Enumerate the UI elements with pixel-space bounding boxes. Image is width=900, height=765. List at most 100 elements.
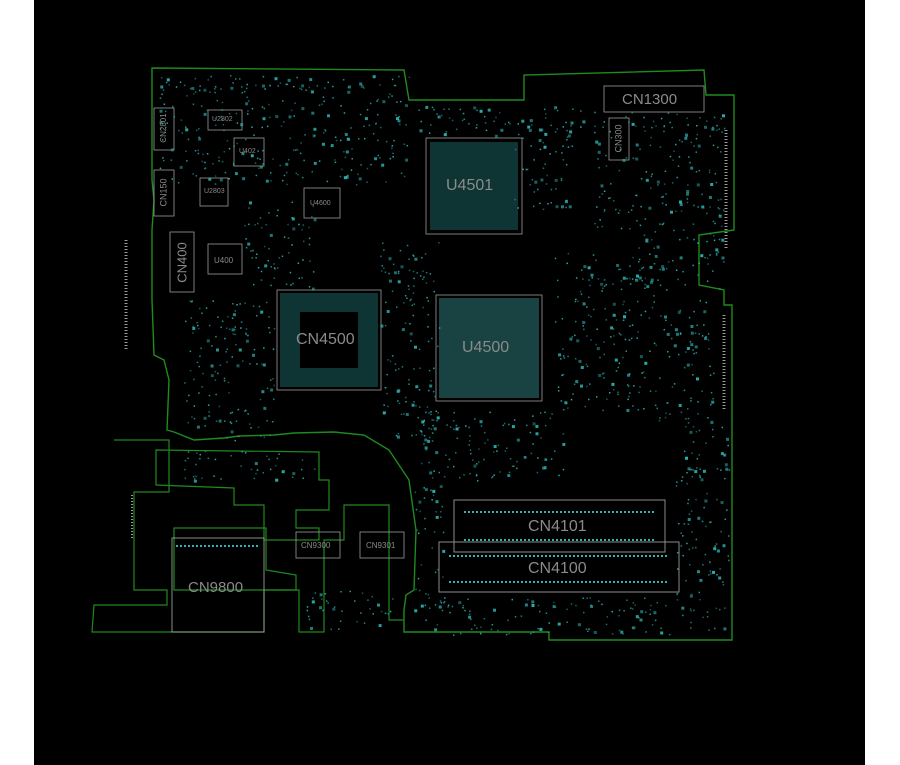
pad [380,324,384,328]
pad [716,129,718,131]
pad [370,163,372,166]
label-cn1300[interactable]: CN1300 [622,91,678,108]
pad [643,126,645,128]
pad [311,288,314,291]
pad [693,352,695,355]
pad [434,628,438,632]
pad [360,612,362,614]
pad [233,145,235,148]
label-u2803[interactable]: U2803 [204,188,225,195]
pad [656,245,660,249]
pad [603,209,606,211]
pad [261,390,265,394]
pad [412,254,414,256]
pad [226,140,229,142]
pad [529,184,531,186]
pad [726,437,729,441]
pad [341,610,343,612]
label-cn150[interactable]: CN150 [158,178,169,207]
pad [664,416,667,419]
pad [593,308,595,311]
pad [197,327,200,330]
pad [619,149,622,151]
pad [192,325,194,328]
pad [538,128,542,132]
pad [597,278,600,280]
pad [231,356,233,358]
pad [650,278,654,282]
pad [704,337,708,340]
pad [227,381,230,384]
pad [389,360,392,363]
pad [580,126,582,128]
label-u4501[interactable]: U4501 [446,177,494,194]
pad [663,329,665,331]
pad [669,121,671,124]
pad [367,599,369,601]
label-cn9800[interactable]: CN9800 [188,579,244,596]
pad [381,265,383,267]
pad [431,477,434,479]
pcb-viewer-canvas[interactable]: CN1300 U4501 U4500 CN4500 CN4101 CN4100 … [34,0,865,765]
pad [566,139,568,141]
label-cn4101[interactable]: CN4101 [528,518,587,535]
pad [602,409,604,412]
pad [261,126,263,129]
label-u4500[interactable]: U4500 [462,339,510,356]
pad [656,180,660,184]
pad [193,417,196,420]
pad [210,364,214,368]
pad [438,605,442,609]
pad [491,477,493,479]
pad [456,437,459,439]
pad [232,313,236,317]
pad [319,606,322,610]
pad [552,605,556,609]
label-u400[interactable]: U400 [214,256,234,265]
pad [723,261,725,263]
label-u2802[interactable]: U2802 [212,116,233,123]
label-u4600[interactable]: U4600 [310,200,331,207]
pad [539,627,543,631]
pad [652,120,655,123]
label-cn9301[interactable]: CN9301 [366,541,396,550]
label-cn4100[interactable]: CN4100 [528,560,587,577]
pad [297,262,300,264]
label-cn4500[interactable]: CN4500 [296,331,355,348]
label-cn9300[interactable]: CN9300 [301,541,331,550]
pad [583,265,587,269]
pad [397,272,400,275]
pad [279,82,282,84]
pad [298,223,300,226]
pad [388,96,390,98]
pad [582,597,584,599]
pad [603,279,606,281]
pad [714,545,716,547]
pad [479,109,483,113]
pad [499,111,501,114]
label-cn2801[interactable]: CN2801 [159,113,168,143]
label-u402[interactable]: U402 [239,148,256,155]
pad [406,297,408,299]
pad [516,467,518,470]
pad [669,413,671,415]
pad [259,398,262,401]
pad [256,253,258,255]
pad [603,285,606,287]
label-cn300[interactable]: CN300 [613,124,624,153]
pad [562,373,564,376]
pad [409,299,411,302]
pad [414,609,418,613]
pad [197,324,199,327]
pad [508,121,510,124]
pad [475,474,478,477]
pad [255,174,258,177]
pad [242,360,244,362]
pad [440,602,443,604]
pad [421,257,423,259]
pad [691,452,693,454]
pad [453,411,455,414]
pad [474,418,476,420]
label-cn400[interactable]: CN400 [174,242,190,283]
pad [207,404,210,406]
